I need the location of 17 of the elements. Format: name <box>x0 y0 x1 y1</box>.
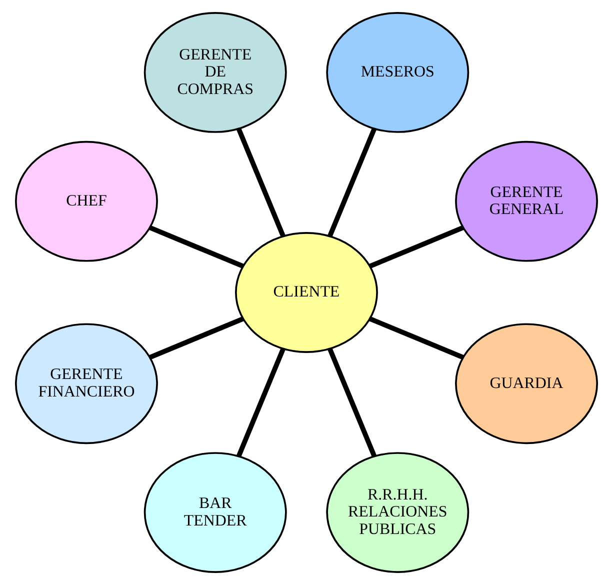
node-ellipse: BAR TENDER <box>144 452 287 573</box>
node-ellipse: GUARDIA <box>455 323 598 444</box>
node-ellipse: GERENTE DE COMPRAS <box>144 12 287 133</box>
node-ellipse: GERENTE FINANCIERO <box>15 323 158 444</box>
connector <box>369 225 464 268</box>
node-ellipse: CLIENTE <box>235 232 378 353</box>
connector <box>236 348 286 457</box>
connector <box>328 348 377 457</box>
connector <box>369 316 464 360</box>
node-ellipse: GERENTE GENERAL <box>455 140 598 262</box>
connector <box>236 128 286 237</box>
connector <box>328 128 377 237</box>
node-ellipse: R.R.H.H. RELACIONES PUBLICAS <box>326 452 470 573</box>
node-ellipse: CHEF <box>15 140 158 262</box>
connector <box>149 225 244 268</box>
node-ellipse: MESEROS <box>326 12 470 133</box>
connector <box>149 316 244 360</box>
